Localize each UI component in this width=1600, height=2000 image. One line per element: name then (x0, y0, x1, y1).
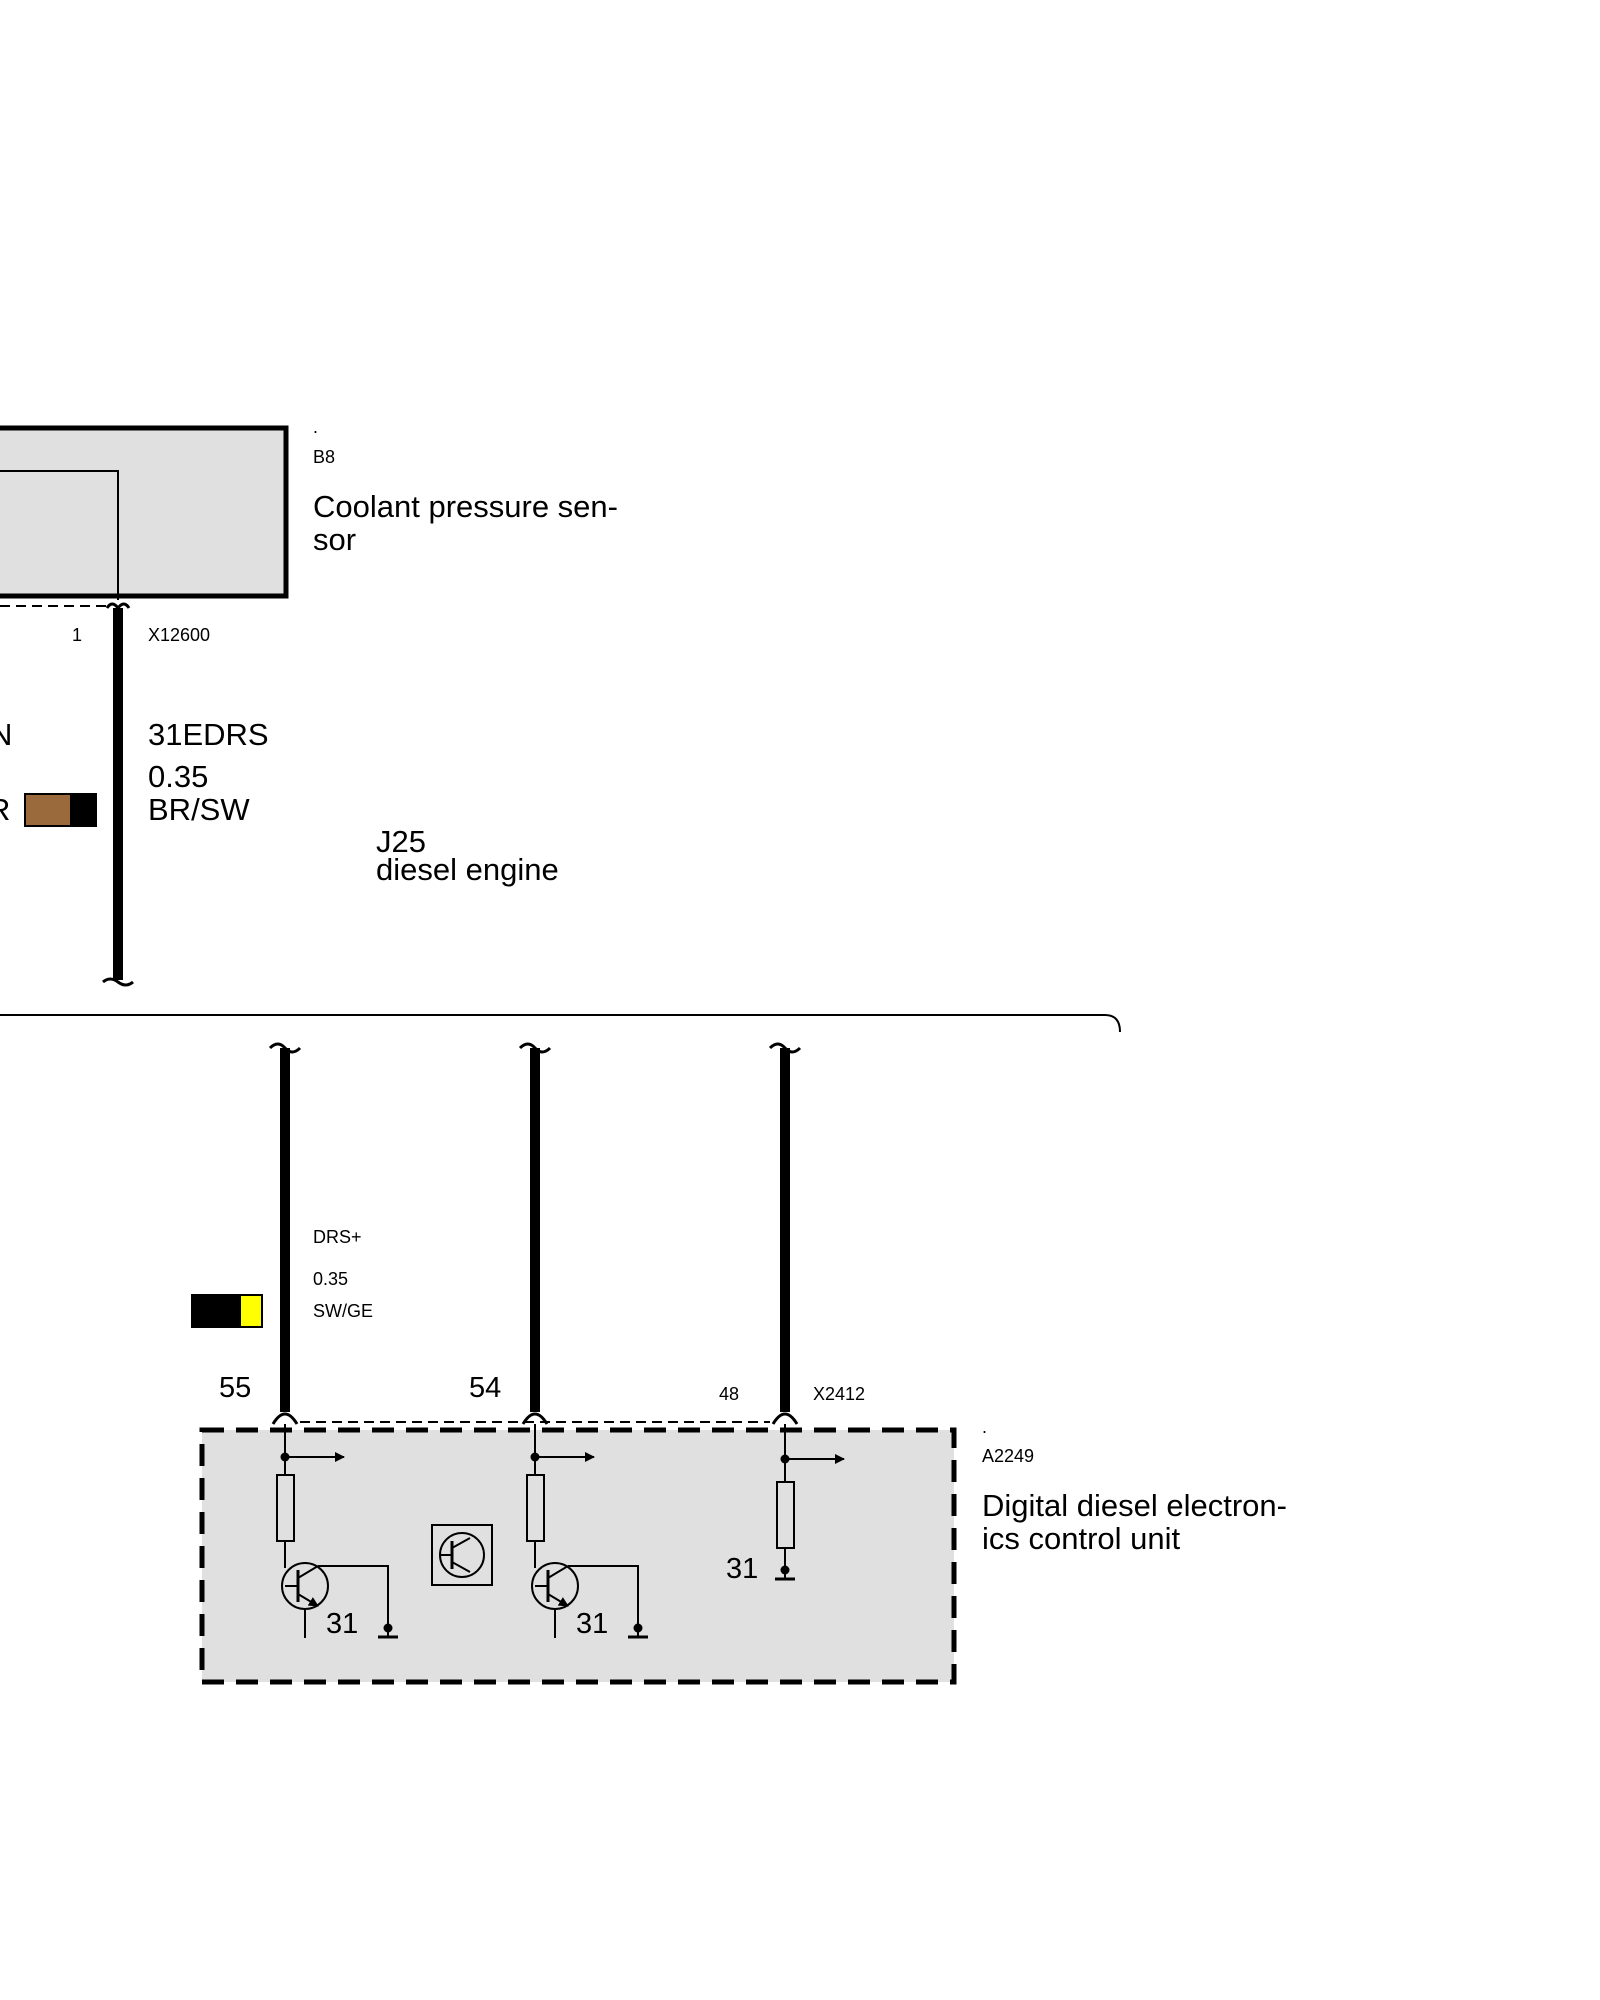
ecu-connector-name: X2412 (813, 1384, 866, 1404)
pin-54-input-circuit (526, 1424, 648, 1639)
ecu-pin-54: 54 (469, 1372, 502, 1404)
pin-48-input-circuit (775, 1424, 845, 1581)
sensor-connector-pin: 1 (72, 625, 83, 645)
coolant-pressure-sensor-body (0, 425, 289, 607)
ecu-wire-signal: DRS+ (313, 1227, 362, 1247)
left-wire-label-2: R (0, 794, 10, 825)
pin-55-input-circuit (276, 1424, 398, 1639)
ecu-wire-color-code: SW/GE (313, 1301, 374, 1321)
left-wire-label-1: N (0, 717, 13, 752)
sensor-wire-color-code: BR/SW (148, 792, 250, 827)
ecu-name: Digital diesel electron- ics control uni… (982, 1488, 1287, 1557)
ecu-wires (268, 1042, 802, 1412)
sensor-wire (102, 602, 134, 987)
wire-color-swatch-sw-ge (191, 1294, 263, 1328)
ecu-body (199, 1412, 957, 1685)
harness-bracket (0, 1014, 1121, 1033)
sensor-id: B8 (313, 447, 336, 467)
transistor-symbol-icon (431, 1524, 493, 1586)
sensor-connector-name: X12600 (148, 625, 211, 645)
sensor-dot-marker: . (313, 417, 319, 437)
wire-color-swatch-br-sw (24, 793, 97, 827)
ground-label-pin-55: 31 (326, 1608, 359, 1640)
harness-code: J25 (376, 824, 426, 859)
harness-name: diesel engine (376, 852, 559, 887)
ecu-wire-gauge: 0.35 (313, 1269, 349, 1289)
sensor-wire-signal: 31EDRS (148, 717, 269, 752)
ground-label-pin-54: 31 (576, 1608, 609, 1640)
ecu-dot-marker: . (982, 1417, 988, 1437)
sensor-name: Coolant pressure sen- sor (313, 489, 618, 558)
ecu-pin-48: 48 (719, 1384, 740, 1404)
ecu-pin-55: 55 (219, 1372, 252, 1404)
ecu-id: A2249 (982, 1446, 1035, 1466)
sensor-wire-gauge: 0.35 (148, 759, 209, 794)
ground-label-pin-48: 31 (726, 1553, 759, 1585)
